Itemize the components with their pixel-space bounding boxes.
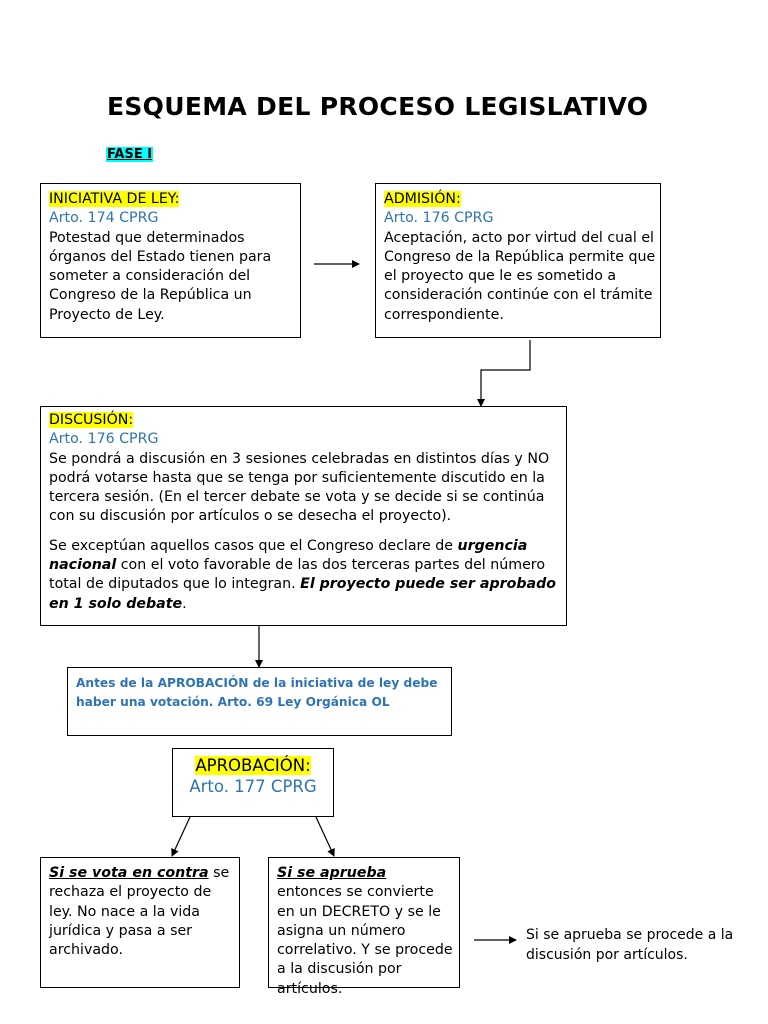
aprobacion-reference: Arto. 177 CPRG (189, 777, 317, 796)
box-aprueba: Si se aprueba entonces se convierte en u… (268, 857, 460, 997)
en-contra-body: se rechaza el proyecto de ley. No nace a… (49, 865, 230, 959)
admision-reference: Arto. 176 CPRG (384, 210, 494, 227)
box-aprobacion: APROBACIÓN: Arto. 177 CPRG (172, 748, 334, 817)
aprueba-lead: Si se aprueba (277, 865, 387, 881)
page-title: ESQUEMA DEL PROCESO LEGISLATIVO (107, 92, 649, 121)
arrow-aprobacion-aprueba (315, 816, 335, 857)
discusion-exception: Se exceptúan aquellos casos que el Congr… (49, 537, 556, 612)
aprueba-body: entonces se convierte en un DECRETO y se… (277, 884, 453, 997)
box-iniciativa: INICIATIVA DE LEY: Arto. 174 CPRG Potest… (40, 183, 301, 338)
box-admision: ADMISIÓN: Arto. 176 CPRG Aceptación, act… (375, 183, 661, 338)
aprobacion-heading: APROBACIÓN: (195, 756, 311, 775)
votacion-note-text: Antes de la APROBACIÓN de la iniciativa … (76, 676, 438, 709)
discusion-heading: DISCUSIÓN: (49, 412, 134, 428)
box-votacion-note: Antes de la APROBACIÓN de la iniciativa … (67, 667, 452, 736)
en-contra-lead: Si se vota en contra (49, 865, 209, 881)
arrow-admision-discusion (477, 340, 531, 407)
discusion-body: Se pondrá a discusión en 3 sesiones cele… (49, 450, 550, 525)
iniciativa-body: Potestad que determinados órganos del Es… (49, 229, 272, 323)
single-debate-note: El proyecto puede ser aprobado en 1 solo… (49, 576, 556, 612)
phase-label: FASE I (106, 147, 154, 162)
box-en-contra: Si se vota en contra se rechaza el proye… (40, 857, 240, 988)
admision-body: Aceptación, acto por virtud del cual el … (384, 229, 656, 323)
urgencia-nacional: urgencia nacional (49, 537, 528, 574)
arrow-aprobacion-en-contra (171, 816, 191, 857)
discusion-reference: Arto. 176 CPRG (49, 431, 159, 448)
box-discusion: DISCUSIÓN: Arto. 176 CPRG Se pondrá a di… (40, 406, 567, 626)
iniciativa-reference: Arto. 174 CPRG (49, 210, 159, 227)
final-note: Si se aprueba se procede a la discusión … (526, 927, 734, 963)
iniciativa-heading: INICIATIVA DE LEY: (49, 191, 180, 207)
admision-heading: ADMISIÓN: (384, 191, 461, 207)
